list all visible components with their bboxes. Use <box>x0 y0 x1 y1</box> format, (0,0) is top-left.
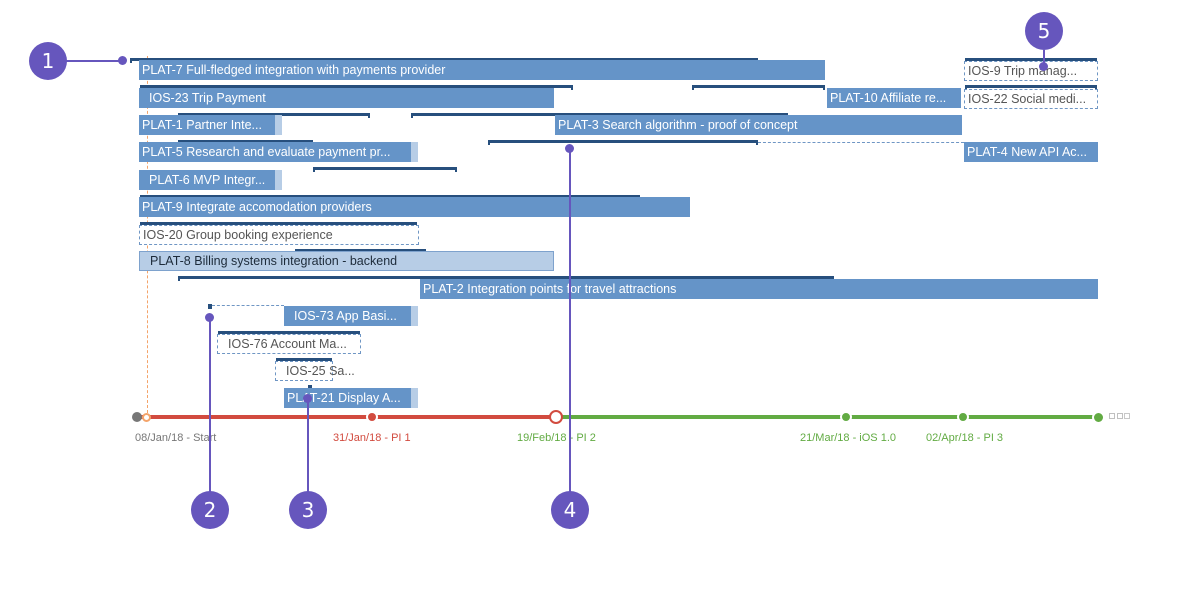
timeline-end-marker <box>1124 413 1130 419</box>
callout-badge-5: 5 <box>1025 12 1063 50</box>
milestone-start[interactable] <box>132 412 142 422</box>
dependency-dashed-line <box>758 142 964 143</box>
roadmap-bar[interactable]: IOS-20 Group booking experience <box>139 225 419 245</box>
roadmap-bar[interactable]: IOS-23 Trip Payment <box>139 88 554 108</box>
dependency-line <box>965 58 1097 63</box>
callout-line-2 <box>209 317 211 492</box>
timeline-end-marker <box>1117 413 1123 419</box>
callout-line-1 <box>66 60 123 62</box>
dependency-line <box>965 85 1097 90</box>
roadmap-bar[interactable]: IOS-76 Account Ma... <box>217 334 361 354</box>
callout-line-5 <box>1043 50 1045 66</box>
dependency-line <box>692 85 825 90</box>
roadmap-bar[interactable]: IOS-9 Trip manag... <box>964 61 1098 81</box>
bar-label: PLAT-7 Full-fledged integration with pay… <box>142 63 446 77</box>
roadmap-bar[interactable]: PLAT-9 Integrate accomodation providers <box>139 197 690 217</box>
milestone-label-start: 08/Jan/18 - Start <box>135 432 217 444</box>
roadmap-bar[interactable]: PLAT-3 Search algorithm - proof of conce… <box>555 115 962 135</box>
dependency-line <box>488 140 758 145</box>
dependency-line <box>218 331 360 336</box>
bar-label: IOS-9 Trip manag... <box>968 64 1078 78</box>
timeline-end-marker <box>1109 413 1115 419</box>
callout-dot-1 <box>118 56 127 65</box>
bar-remaining <box>411 306 418 326</box>
callout-badge-2: 2 <box>191 491 229 529</box>
callout-dot-3 <box>303 394 312 403</box>
bar-label: IOS-23 Trip Payment <box>149 91 266 105</box>
roadmap-bar[interactable]: IOS-22 Social medi... <box>964 89 1098 109</box>
roadmap-bar[interactable]: PLAT-2 Integration points for travel att… <box>420 279 1098 299</box>
callout-badge-4: 4 <box>551 491 589 529</box>
roadmap-bar[interactable]: PLAT-4 New API Ac... <box>964 142 1098 162</box>
bar-label: PLAT-10 Affiliate re... <box>830 91 947 105</box>
bar-label: IOS-73 App Basi... <box>294 309 397 323</box>
roadmap-bar[interactable]: PLAT-5 Research and evaluate payment pr.… <box>139 142 418 162</box>
milestone-end[interactable] <box>1092 411 1105 424</box>
roadmap-bar[interactable]: PLAT-6 MVP Integr... <box>139 170 282 190</box>
today-marker <box>142 413 151 422</box>
bar-label: PLAT-3 Search algorithm - proof of conce… <box>558 118 798 132</box>
roadmap-bar[interactable]: PLAT-10 Affiliate re... <box>827 88 961 108</box>
dependency-line <box>276 358 332 363</box>
bar-label: IOS-25 Sa... <box>286 364 355 378</box>
bar-label: IOS-76 Account Ma... <box>228 337 347 351</box>
roadmap-bar[interactable]: IOS-73 App Basi... <box>284 306 418 326</box>
milestone-pi-2[interactable] <box>549 410 563 424</box>
dependency-dashed-line <box>212 305 284 306</box>
bar-label: PLAT-8 Billing systems integration - bac… <box>150 254 398 268</box>
callout-dot-4 <box>565 144 574 153</box>
bar-label: PLAT-5 Research and evaluate payment pr.… <box>142 145 391 159</box>
bar-remaining <box>275 170 282 190</box>
milestone-pi-3[interactable] <box>957 411 969 423</box>
callout-dot-5 <box>1039 62 1048 71</box>
milestone-label-pi-3: 02/Apr/18 - PI 3 <box>926 432 1004 444</box>
roadmap-bar[interactable]: IOS-25 Sa... <box>275 361 355 381</box>
bar-label: PLAT-9 Integrate accomodation providers <box>142 200 372 214</box>
timeline-past-segment <box>140 415 556 419</box>
dependency-line <box>178 276 834 281</box>
bar-label: PLAT-21 Display A... <box>287 391 401 405</box>
milestone-label-pi-2: 19/Feb/18 - PI 2 <box>517 432 596 444</box>
callout-line-3 <box>307 398 309 492</box>
timeline-future-segment <box>556 415 1099 419</box>
bar-label: IOS-20 Group booking experience <box>143 228 333 242</box>
callout-badge-3: 3 <box>289 491 327 529</box>
callout-line-4 <box>569 148 571 492</box>
bar-remaining <box>411 388 418 408</box>
bar-remaining <box>275 115 282 135</box>
dependency-line <box>140 85 573 90</box>
dependency-line <box>140 222 417 227</box>
milestone-pi-1[interactable] <box>366 411 378 423</box>
bar-remaining <box>411 142 418 162</box>
callout-dot-2 <box>205 313 214 322</box>
dependency-line <box>308 385 312 390</box>
milestone-ios-1-0[interactable] <box>840 411 852 423</box>
bar-label: PLAT-1 Partner Inte... <box>142 118 262 132</box>
roadmap-bar[interactable]: PLAT-21 Display A... <box>284 388 418 408</box>
bar-label: PLAT-6 MVP Integr... <box>149 173 266 187</box>
dependency-line <box>313 167 457 172</box>
roadmap-bar[interactable]: PLAT-7 Full-fledged integration with pay… <box>139 60 825 80</box>
milestone-label-ios-1-0: 21/Mar/18 - iOS 1.0 <box>800 432 896 444</box>
dependency-line <box>208 304 212 309</box>
callout-badge-1: 1 <box>29 42 67 80</box>
bar-label: IOS-22 Social medi... <box>968 92 1087 106</box>
roadmap-bar[interactable]: PLAT-8 Billing systems integration - bac… <box>139 251 554 271</box>
milestone-label-pi-1: 31/Jan/18 - PI 1 <box>333 432 411 444</box>
bar-label: PLAT-2 Integration points for travel att… <box>423 282 677 296</box>
roadmap-bar[interactable]: PLAT-1 Partner Inte... <box>139 115 282 135</box>
bar-label: PLAT-4 New API Ac... <box>967 145 1087 159</box>
